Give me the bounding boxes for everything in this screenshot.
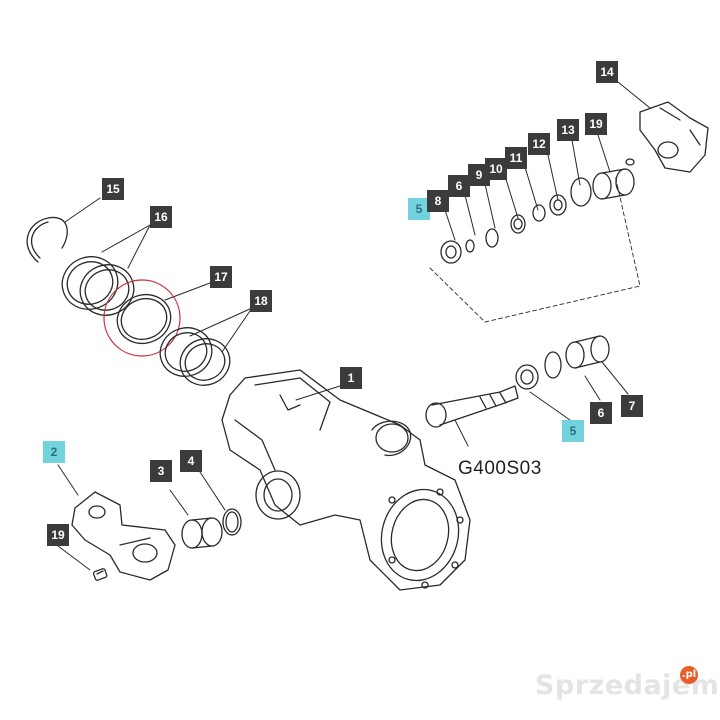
leader-lines xyxy=(57,81,651,571)
assembly-guide-dashed xyxy=(429,174,641,323)
callout-19-upper: 19 xyxy=(585,113,607,135)
part-small-nipple-upper xyxy=(625,158,635,166)
callout-14: 14 xyxy=(596,61,618,83)
callout-11: 11 xyxy=(505,147,527,169)
callout-15: 15 xyxy=(102,178,124,200)
callout-12: 12 xyxy=(528,133,550,155)
part-9-seal xyxy=(485,228,499,248)
callout-19-lower: 19 xyxy=(47,524,69,546)
callout-13: 13 xyxy=(557,119,579,141)
part-19-bushing-upper xyxy=(592,168,635,200)
watermark-dot-pl: .pl xyxy=(680,666,698,684)
part-15-snap-ring xyxy=(26,216,68,263)
callout-3: 3 xyxy=(150,460,172,482)
part-11-ring xyxy=(532,204,546,222)
callout-5-upper: 5 xyxy=(408,198,430,220)
part-18-rings xyxy=(159,327,231,386)
part-10-washer xyxy=(510,214,526,234)
part-16-rings xyxy=(61,256,135,316)
part-13-o-ring xyxy=(570,177,592,207)
part-12-nut xyxy=(549,194,567,216)
callout-4: 4 xyxy=(180,450,202,472)
part-17-ring xyxy=(103,279,181,357)
part-1-axle-housing xyxy=(221,369,471,591)
part-pinion-shaft xyxy=(425,385,519,428)
part-6-snap-ring-upper xyxy=(465,239,475,253)
part-code-label: G400S03 xyxy=(458,458,542,479)
callout-6-upper: 6 xyxy=(448,175,470,197)
part-14-bracket xyxy=(639,101,709,173)
part-4-o-ring xyxy=(222,508,242,536)
callout-10: 10 xyxy=(485,158,507,180)
part-7-bushing-lower xyxy=(565,335,610,369)
callout-7: 7 xyxy=(621,395,643,417)
callout-9: 9 xyxy=(468,164,490,186)
callout-8: 8 xyxy=(427,190,449,212)
callout-18: 18 xyxy=(250,290,272,312)
part-3-bushing xyxy=(181,517,223,549)
callout-1: 1 xyxy=(340,367,362,389)
callout-17: 17 xyxy=(210,266,232,288)
part-5-bearing-lower xyxy=(515,364,539,390)
part-19-grease-nipple xyxy=(92,568,108,581)
part-2-bracket xyxy=(71,491,176,581)
part-6-snap-ring-lower xyxy=(544,351,562,379)
callout-16: 16 xyxy=(150,206,172,228)
callout-6-lower: 6 xyxy=(590,402,612,424)
callout-2: 2 xyxy=(43,441,65,463)
callout-5-lower: 5 xyxy=(562,420,584,442)
part-8-bearing-upper xyxy=(440,240,462,264)
